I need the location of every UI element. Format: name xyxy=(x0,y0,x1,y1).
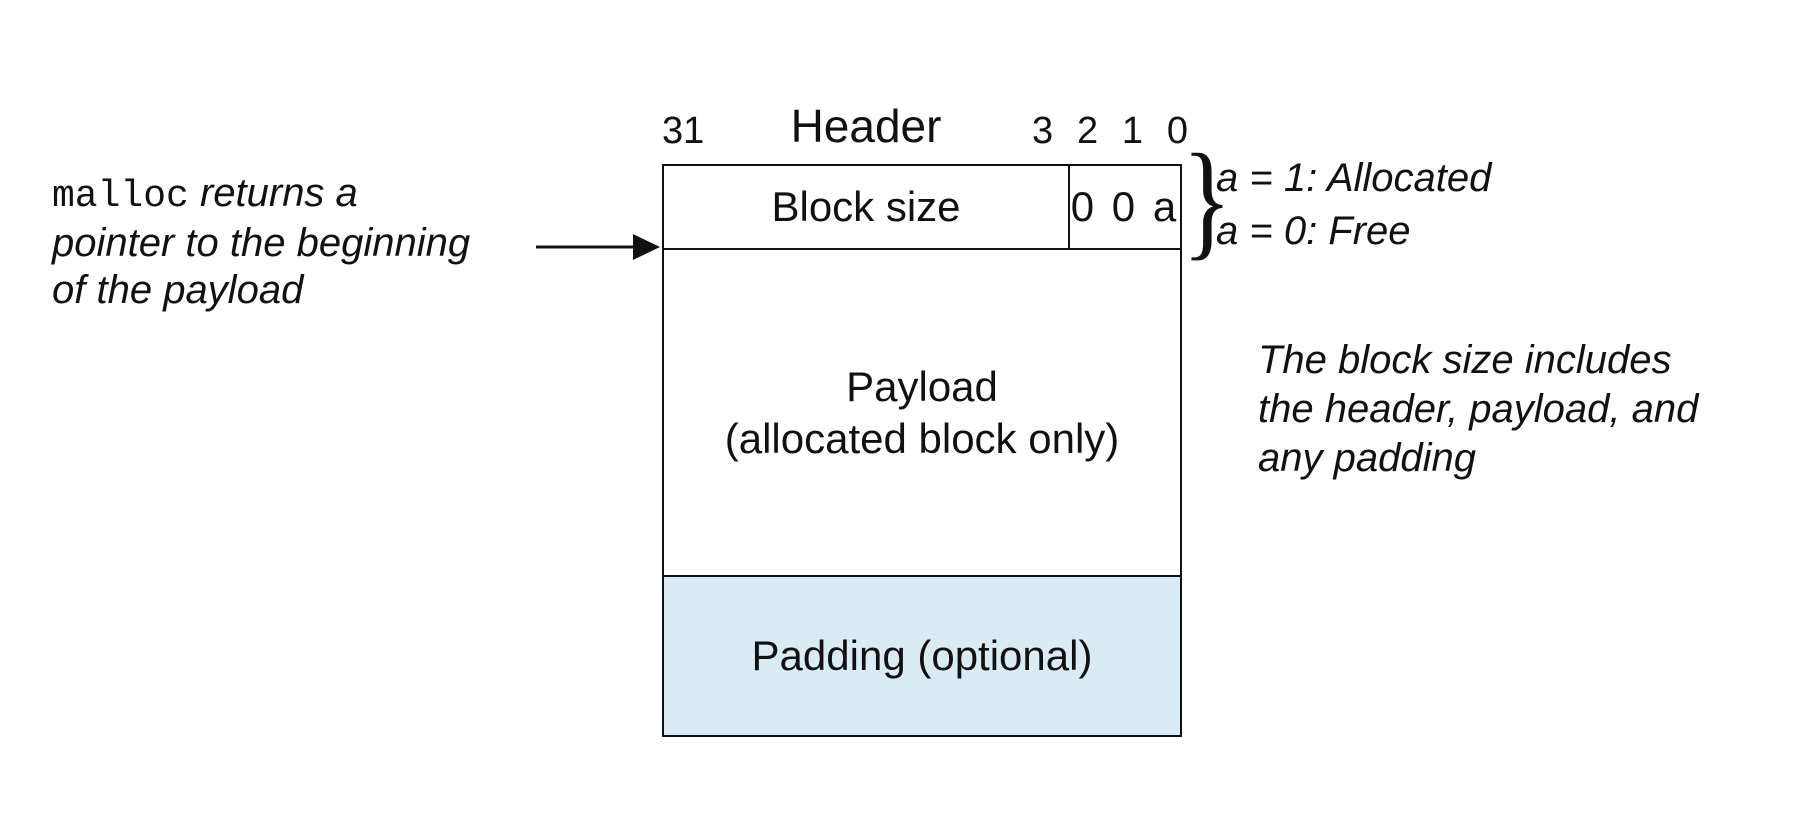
block-size-annotation-line2: the header, payload, and xyxy=(1258,387,1699,431)
pointer-arrow-icon xyxy=(536,234,660,260)
header-row: Block size 0 0 a xyxy=(664,166,1180,250)
block-size-annotation-line3: any padding xyxy=(1258,436,1476,480)
malloc-annotation-line1-rest: returns a xyxy=(188,171,358,215)
bit-labels-3-2-1-0: 3 2 1 0 xyxy=(1032,110,1188,153)
malloc-annotation: malloc returns a pointer to the beginnin… xyxy=(52,170,470,314)
malloc-annotation-line2: pointer to the beginning xyxy=(52,221,471,265)
header-title: Header xyxy=(790,100,942,152)
payload-label-line1: Payload xyxy=(846,362,998,410)
bit-label-0: 0 xyxy=(1166,110,1188,152)
payload-label-line2: (allocated block only) xyxy=(724,414,1120,462)
heap-block-diagram: Block size 0 0 a Payload (allocated bloc… xyxy=(662,164,1182,737)
payload-section: Payload (allocated block only) xyxy=(664,250,1180,577)
flag-bits-cell: 0 0 a xyxy=(1068,166,1180,248)
bit-label-31: 31 xyxy=(662,110,705,152)
bit-label-1: 1 xyxy=(1121,110,1144,152)
block-size-annotation: The block size includes the header, payl… xyxy=(1258,336,1698,483)
block-size-annotation-line1: The block size includes xyxy=(1258,338,1672,382)
malloc-code-text: malloc xyxy=(52,175,189,218)
flag-meaning-annotation: a = 1: Allocated a = 0: Free xyxy=(1216,152,1491,258)
malloc-annotation-line1: malloc returns a xyxy=(52,170,470,220)
flag-meaning-free: a = 0: Free xyxy=(1216,209,1411,253)
curly-brace-icon: } xyxy=(1182,128,1232,272)
flag-meaning-allocated: a = 1: Allocated xyxy=(1216,156,1492,200)
malloc-annotation-line3: of the payload xyxy=(52,268,304,312)
bit-label-3: 3 xyxy=(1032,110,1054,152)
padding-label: Padding (optional) xyxy=(751,632,1093,679)
padding-section: Padding (optional) xyxy=(664,577,1180,735)
block-size-cell: Block size xyxy=(771,183,961,230)
bit-label-2: 2 xyxy=(1076,110,1099,152)
